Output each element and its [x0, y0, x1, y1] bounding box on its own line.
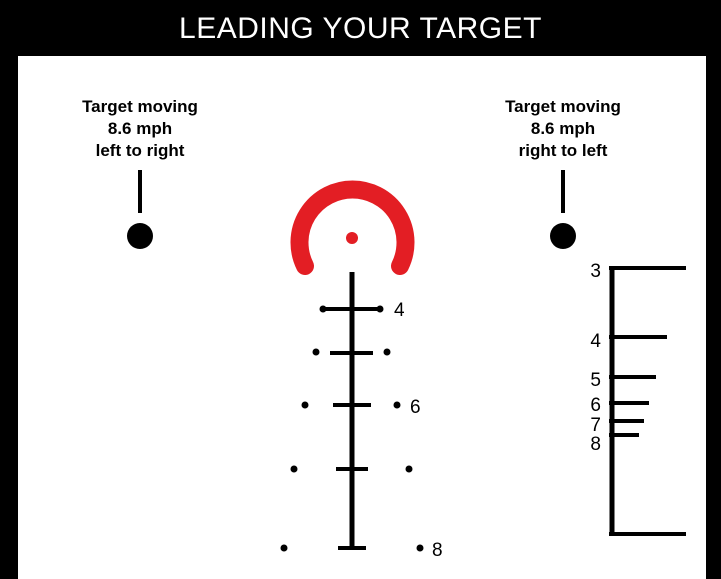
reticle-label-4: 4: [394, 300, 405, 321]
scale-label-7: 7: [590, 415, 601, 436]
scale-label-5: 5: [590, 370, 601, 391]
callout-right-line3: right to left: [518, 141, 608, 160]
reticle-label-8: 8: [432, 540, 443, 561]
wind-dot: [405, 465, 413, 473]
wind-dot: [376, 305, 384, 313]
callout-right-line1: Target moving: [505, 97, 621, 116]
callout-right-to-left: Target moving 8.6 mph right to left: [463, 96, 663, 162]
target-right-dot: [550, 223, 576, 249]
right-border: [706, 56, 721, 579]
callout-left-line2: 8.6 mph: [107, 119, 173, 138]
wind-dot: [290, 465, 298, 473]
target-left-dot: [127, 223, 153, 249]
page-title: LEADING YOUR TARGET: [179, 12, 542, 45]
wind-dot: [393, 401, 401, 409]
red-center-dot-icon: [346, 232, 358, 244]
header-bar: [0, 0, 721, 56]
wind-dot: [301, 401, 309, 409]
wind-dot: [383, 348, 391, 356]
wind-dot: [312, 348, 320, 356]
scale-label-4: 4: [590, 331, 601, 352]
callout-left-to-right: Target moving 8.6 mph left to right: [40, 96, 240, 162]
left-border: [0, 56, 18, 579]
scale-label-3: 3: [590, 261, 601, 282]
scale-label-8: 8: [590, 434, 601, 455]
wind-dot: [416, 544, 424, 552]
callout-right-line2: 8.6 mph: [530, 119, 596, 138]
wind-dot: [319, 305, 327, 313]
range-scale: 3 4 5 6 7 8: [590, 261, 686, 536]
scale-label-6: 6: [590, 395, 601, 416]
red-horseshoe-icon: [290, 180, 415, 275]
reticle-label-6: 6: [410, 397, 421, 418]
callout-left-line1: Target moving: [82, 97, 198, 116]
wind-dot: [280, 544, 288, 552]
callout-left-line3: left to right: [95, 141, 185, 160]
reticle: 4 6 8: [280, 180, 443, 561]
